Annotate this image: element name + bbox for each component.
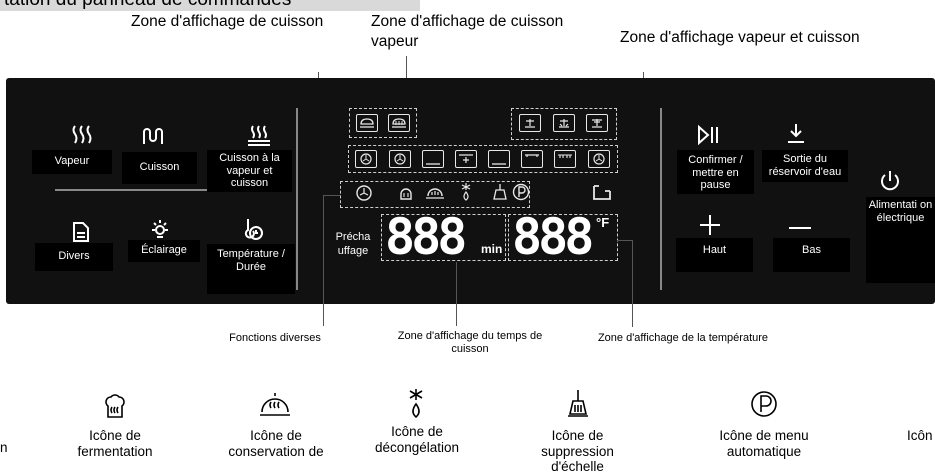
time-unit: min [481, 242, 503, 256]
label-cooking-time-display: Zone d'affichage du temps de cuisson [397, 330, 543, 355]
temperature-duration-button[interactable]: Température / Durée [207, 244, 295, 294]
descale-icon [566, 388, 590, 423]
water-tank-display-icon [591, 182, 613, 207]
steam-button[interactable]: Vapeur [32, 150, 112, 174]
light-button[interactable]: Éclairage [128, 240, 200, 262]
preheat-indicator: Précha uffage [335, 231, 371, 257]
water-tank-out-button[interactable]: Sortie du réservoir d'eau [762, 150, 848, 182]
confirm-pause-button[interactable]: Confirmer / mettre en pause [677, 150, 754, 194]
time-digits: 888 [385, 208, 467, 266]
defrost-icon [405, 387, 427, 424]
top-heat-icon [521, 150, 543, 168]
power-icon[interactable] [878, 168, 902, 194]
temperature-digits: 888 [512, 208, 594, 266]
leader-line [323, 195, 324, 326]
cooking-button[interactable]: Cuisson [122, 152, 197, 184]
panel-separator [55, 189, 277, 191]
auto-menu-icon [750, 390, 778, 423]
up-button[interactable]: Haut [676, 238, 753, 272]
fan-mode-icon-3 [588, 150, 610, 168]
misc-icon[interactable] [72, 221, 90, 243]
label-cooking-display: Zone d'affichage de cuisson [131, 13, 324, 30]
panel-divider [660, 108, 662, 290]
leader-line [617, 240, 632, 241]
temperature-duration-icon[interactable] [242, 216, 266, 242]
defrost-display-icon [458, 182, 474, 207]
legend-auto-menu: Icône de menu automatique [719, 428, 809, 459]
play-pause-icon[interactable] [696, 124, 720, 146]
cooking-display-zone [348, 145, 618, 173]
legend-keep-warm: Icône de conservation de [228, 428, 324, 459]
legend-fermentation: Icône de fermentation [77, 428, 153, 459]
steam-icon[interactable] [70, 124, 94, 146]
keep-warm-icon [258, 390, 292, 423]
leader-line [632, 240, 633, 327]
descale-display-icon [491, 183, 509, 206]
steam-and-cooking-display-zone [511, 108, 617, 140]
temperature-display-zone [508, 214, 618, 261]
combo-mode-icon-1 [519, 114, 541, 132]
grill-icon [554, 150, 576, 168]
panel-divider [296, 108, 298, 290]
misc-button[interactable]: Divers [35, 243, 113, 271]
leader-line [456, 262, 457, 326]
steam-cooking-icon[interactable] [246, 124, 272, 146]
warm-display-icon [425, 184, 445, 207]
edge-fragment-right: Icôn [907, 428, 933, 443]
grill-fan-icon [455, 150, 477, 168]
fermentation-icon [102, 392, 128, 425]
label-steam-cooking-display-line1: Zone d'affichage de cuisson [371, 13, 564, 30]
page-title-fragment: tation du panneau de commandes [0, 0, 420, 11]
combo-mode-icon-3 [586, 114, 608, 132]
minus-icon[interactable] [787, 220, 813, 230]
legend-descale: Icône de suppression d'échelle [541, 428, 614, 474]
label-misc-functions: Fonctions diverses [229, 332, 321, 344]
steam-mode-icon-2 [388, 114, 410, 132]
edge-fragment-left: n [0, 440, 8, 455]
bottom-heat-icon [422, 150, 444, 168]
cooking-icon[interactable] [140, 124, 164, 146]
fan-mode-icon-2 [389, 150, 411, 168]
legend-defrost: Icône de décongélation [374, 424, 460, 455]
combo-mode-icon-2 [553, 114, 575, 132]
fan-mode-icon-1 [355, 150, 377, 168]
label-steam-cooking-display-line2: vapeur [371, 33, 419, 50]
steam-cooking-button[interactable]: Cuisson à la vapeur et cuisson [207, 150, 292, 192]
misc-functions-zone [340, 181, 530, 208]
fermentation-display-icon [355, 184, 373, 207]
water-tank-out-icon[interactable] [785, 122, 807, 146]
top-bottom-heat-icon [488, 150, 510, 168]
light-icon[interactable] [149, 218, 171, 240]
leader-line [323, 195, 340, 196]
time-display-zone [381, 214, 506, 261]
auto-menu-display-icon [512, 183, 530, 206]
label-temperature-display: Zone d'affichage de la température [597, 332, 769, 344]
plus-icon[interactable] [698, 213, 722, 237]
keep-warm-display-icon [397, 184, 415, 207]
steam-mode-icon-1 [356, 114, 378, 132]
steam-cooking-display-zone [349, 108, 417, 138]
temperature-unit: °F [596, 215, 610, 230]
power-button[interactable]: Alimentati on électrique [866, 197, 935, 283]
label-steam-and-cooking-display: Zone d'affichage vapeur et cuisson [620, 29, 860, 46]
down-button[interactable]: Bas [773, 238, 850, 272]
